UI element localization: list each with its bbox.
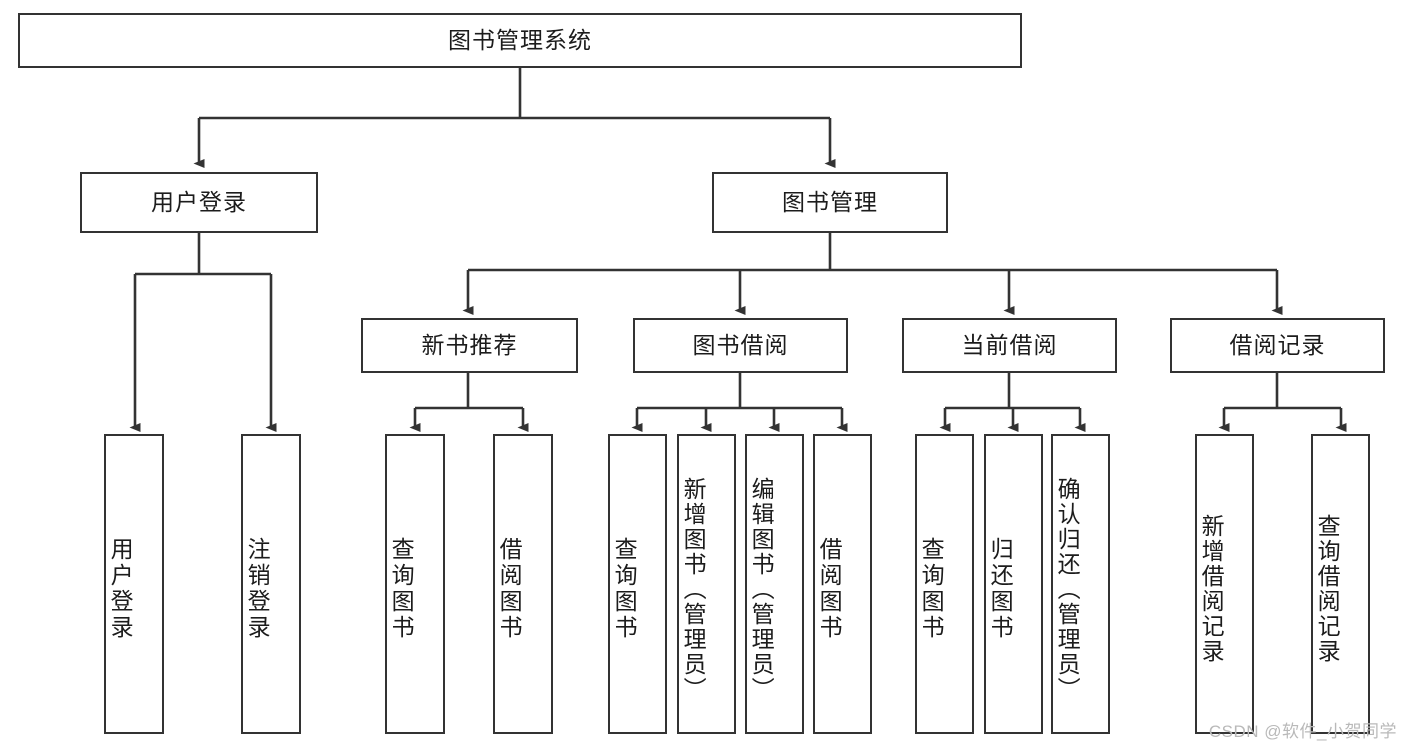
leaf-query-book-1[interactable]: 查询图书 (385, 434, 445, 734)
leaf-query-book-3[interactable]: 查询图书 (915, 434, 974, 734)
node-current-borrow[interactable]: 当前借阅 (902, 318, 1117, 373)
leaf-confirm-return-label: 确认归还（管理员） (1054, 476, 1081, 702)
node-book-borrow[interactable]: 图书借阅 (633, 318, 848, 373)
leaf-confirm-return[interactable]: 确认归还（管理员） (1051, 434, 1110, 734)
leaf-borrow-book-1-label: 借阅图书 (496, 537, 523, 641)
node-user-login-label: 用户登录 (151, 188, 247, 215)
leaf-borrow-book-2-label: 借阅图书 (816, 537, 843, 641)
leaf-borrow-book-1[interactable]: 借阅图书 (493, 434, 553, 734)
leaf-add-record-label: 新增借阅记录 (1198, 514, 1225, 664)
leaf-logout-login-label: 注销登录 (244, 537, 271, 641)
leaf-add-book-label: 新增图书（管理员） (680, 476, 707, 702)
watermark-text: CSDN @软件_小贺同学 (1208, 722, 1397, 741)
node-book-management[interactable]: 图书管理 (712, 172, 948, 233)
leaf-query-book-2-label: 查询图书 (611, 537, 638, 641)
node-root[interactable]: 图书管理系统 (18, 13, 1022, 68)
leaf-logout-login[interactable]: 注销登录 (241, 434, 301, 734)
leaf-edit-book[interactable]: 编辑图书（管理员） (745, 434, 804, 734)
leaf-query-book-3-label: 查询图书 (918, 537, 945, 641)
node-book-borrow-label: 图书借阅 (692, 331, 789, 358)
leaf-return-book-label: 归还图书 (987, 537, 1014, 641)
leaf-borrow-book-2[interactable]: 借阅图书 (813, 434, 872, 734)
leaf-user-login[interactable]: 用户登录 (104, 434, 164, 734)
leaf-query-book-1-label: 查询图书 (388, 537, 415, 641)
node-root-label: 图书管理系统 (448, 26, 592, 53)
leaf-add-record[interactable]: 新增借阅记录 (1195, 434, 1254, 734)
leaf-query-record-label: 查询借阅记录 (1314, 514, 1341, 664)
leaf-user-login-label: 用户登录 (107, 537, 134, 641)
leaf-query-record[interactable]: 查询借阅记录 (1311, 434, 1370, 734)
leaf-edit-book-label: 编辑图书（管理员） (748, 476, 775, 702)
node-new-book-recommend-label: 新书推荐 (421, 331, 518, 358)
node-book-management-label: 图书管理 (782, 188, 878, 215)
node-current-borrow-label: 当前借阅 (961, 331, 1058, 358)
leaf-return-book[interactable]: 归还图书 (984, 434, 1043, 734)
node-user-login[interactable]: 用户登录 (80, 172, 318, 233)
node-borrow-record[interactable]: 借阅记录 (1170, 318, 1385, 373)
node-borrow-record-label: 借阅记录 (1229, 331, 1326, 358)
node-new-book-recommend[interactable]: 新书推荐 (361, 318, 578, 373)
leaf-add-book[interactable]: 新增图书（管理员） (677, 434, 736, 734)
leaf-query-book-2[interactable]: 查询图书 (608, 434, 667, 734)
